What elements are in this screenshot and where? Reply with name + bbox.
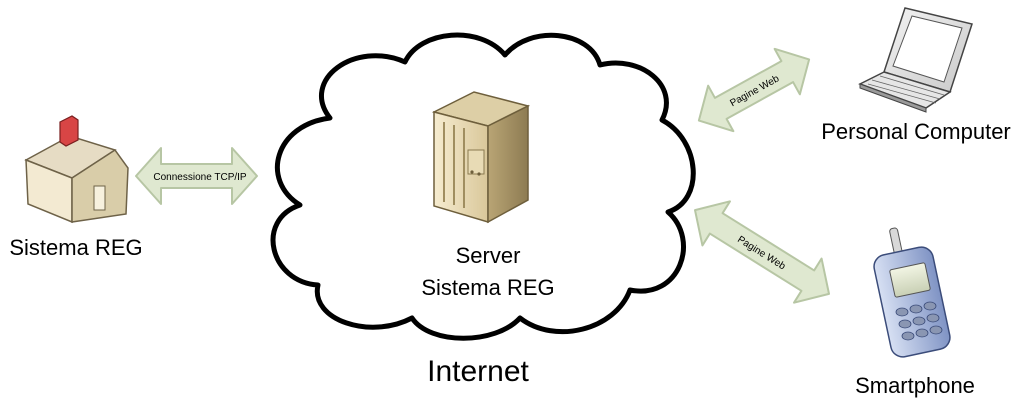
server-icon <box>431 91 531 224</box>
pc-label: Personal Computer <box>821 119 1011 144</box>
server-label-line2: Sistema REG <box>421 275 554 300</box>
arrow-house-server: Connessione TCP/IP <box>135 147 258 205</box>
server-label-line1: Server <box>456 243 521 268</box>
arrow-server-pc: Pagine Web <box>697 47 811 133</box>
phone-label: Smartphone <box>855 373 975 398</box>
house-icon <box>24 115 129 224</box>
house-label: Sistema REG <box>9 235 142 260</box>
laptop-icon <box>858 7 973 113</box>
cloud-label: Internet <box>427 355 529 388</box>
phone-icon <box>873 227 951 358</box>
connection-label-tcp: Connessione TCP/IP <box>153 172 247 183</box>
arrow-server-phone: Pagine Web <box>694 200 830 304</box>
